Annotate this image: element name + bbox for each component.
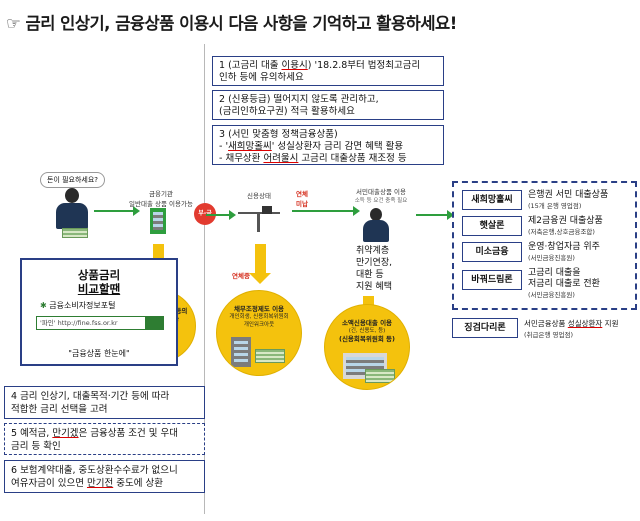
rate-compare-title-1: 상품금리 xyxy=(77,268,121,282)
product-name-bakkwo: 바꿔드림론 xyxy=(462,270,522,290)
tip-box-6-line1: 6 보험계약대출, 중도상환수수료가 없으니 xyxy=(11,465,178,476)
rate-compare-box: 상품금리 비교할땐 ✱ 금융소비자정보포털 '파인' http://fine.f… xyxy=(20,258,178,366)
arrow-to-credit xyxy=(206,210,236,220)
person-illustration xyxy=(54,188,90,234)
search-button[interactable] xyxy=(145,317,163,329)
page-title: ☞ 금리 인상기, 금융상품 이용시 다음 사항을 기억하고 활용하세요! xyxy=(6,14,457,33)
tip-box-3: 3 (서민 맞춤형 정책금융상품) - '새희망홀씨' 성실상환자 금리 감면 … xyxy=(212,125,444,165)
money-stack-icon xyxy=(365,369,395,383)
divider-line xyxy=(204,44,205,514)
policy-products-panel xyxy=(452,181,637,310)
arrow-to-bank xyxy=(94,206,140,216)
tip-box-3-line1: 3 (서민 맞춤형 정책금융상품) xyxy=(219,129,338,140)
tip-box-5-line2: 금리 등 확인 xyxy=(11,441,61,452)
money-stack-icon xyxy=(255,349,285,363)
scale-weight xyxy=(262,206,272,214)
product-name-miso: 미소금융 xyxy=(462,242,522,262)
credit-label: 신용상태 xyxy=(247,192,271,200)
product-name-saehuimang: 새희망홀씨 xyxy=(462,190,522,210)
portal-search-bar[interactable]: '파인' http://fine.fss.or.kr xyxy=(36,316,164,330)
product-desc-haetsal: 제2금융권 대출상품(저축은행,상호금융조합) xyxy=(528,216,603,236)
circle-microcredit: 소액신용대출 이용(긴, 신용도, 등)(신용회복위원회 등) xyxy=(324,304,410,390)
tip-box-5: 5 예적금, 만기겠은 금융상품 조건 및 우대 금리 등 확인 xyxy=(4,423,205,455)
bank-building-icon xyxy=(150,208,166,234)
tip-box-4: 4 금리 인상기, 대출목적·기간 등에 따라 적합한 금리 선택을 고려 xyxy=(4,386,205,419)
down-arrow-overdue xyxy=(249,244,271,284)
building-icon xyxy=(231,337,251,367)
tip-box-6: 6 보험계약대출, 중도상환수수료가 없으니 여유자금이 있으면 만기전 중도에… xyxy=(4,460,205,493)
tip-box-4-line2: 적합한 금리 선택을 고려 xyxy=(11,404,108,415)
tip-box-1-line2: 인하 등에 유의하세요 xyxy=(219,72,304,83)
arrow-to-seomin xyxy=(292,206,360,216)
scale-stand xyxy=(257,212,260,232)
money-stack-icon xyxy=(62,228,88,238)
portal-name: ✱ 금융소비자정보포털 xyxy=(40,301,116,310)
tip-box-3-line3: - 채무상환 어려울시 고금리 대출상품 재조정 등 xyxy=(219,153,407,164)
tip-box-2-line2: (금리인하요구권) 적극 활용하세요 xyxy=(219,106,355,117)
product-desc-miso: 운영·창업자금 위주(서민금융진흥원) xyxy=(528,242,600,262)
tip-box-4-line1: 4 금리 인상기, 대출목적·기간 등에 따라 xyxy=(11,391,170,402)
status-badge: 부-금 xyxy=(194,203,216,225)
product-name-jingum: 징검다리론 xyxy=(452,318,518,338)
tip-box-2: 2 (신용등급) 떨어지지 않도록 관리하고, (금리인하요구권) 적극 활용하… xyxy=(212,90,444,120)
speech-bubble: 돈이 필요하세요? xyxy=(40,172,106,188)
seomin-benefits: 취약계층 만기연장, 대환 등 지원 혜택 xyxy=(356,246,392,292)
portal-tagline: "금융상품 한눈에" xyxy=(68,349,130,358)
rate-compare-title-2: 비교할땐 xyxy=(77,282,121,296)
tip-box-1-line1: 1 (고금리 대출 이용시) '18.2.8부터 법정최고금리 xyxy=(219,60,421,71)
tip-box-5-line1: 5 예적금, 만기겠은 금융상품 조건 및 우대 xyxy=(11,428,179,439)
tip-box-2-line1: 2 (신용등급) 떨어지지 않도록 관리하고, xyxy=(219,94,379,105)
product-name-haetsal: 햇살론 xyxy=(462,216,522,236)
tip-box-1: 1 (고금리 대출 이용시) '18.2.8부터 법정최고금리 인하 등에 유의… xyxy=(212,56,444,86)
arrow-to-products xyxy=(416,210,454,220)
product-desc-saehuimang: 은행권 서민 대출상품(15개 은행 영업점) xyxy=(528,190,609,210)
tip-box-6-line2: 여유자금이 있으면 만기전 중도에 상환 xyxy=(11,478,163,489)
tip-box-3-line2: - '새희망홀씨' 성실상환자 금리 감면 혜택 활용 xyxy=(219,141,404,152)
product-desc-jingum: 서민금융상품 성실상환자 지원(취급은행 영업점) xyxy=(524,319,619,339)
seomin-person-illustration xyxy=(362,208,392,242)
overdue-down-label: 연체중 xyxy=(232,272,250,280)
